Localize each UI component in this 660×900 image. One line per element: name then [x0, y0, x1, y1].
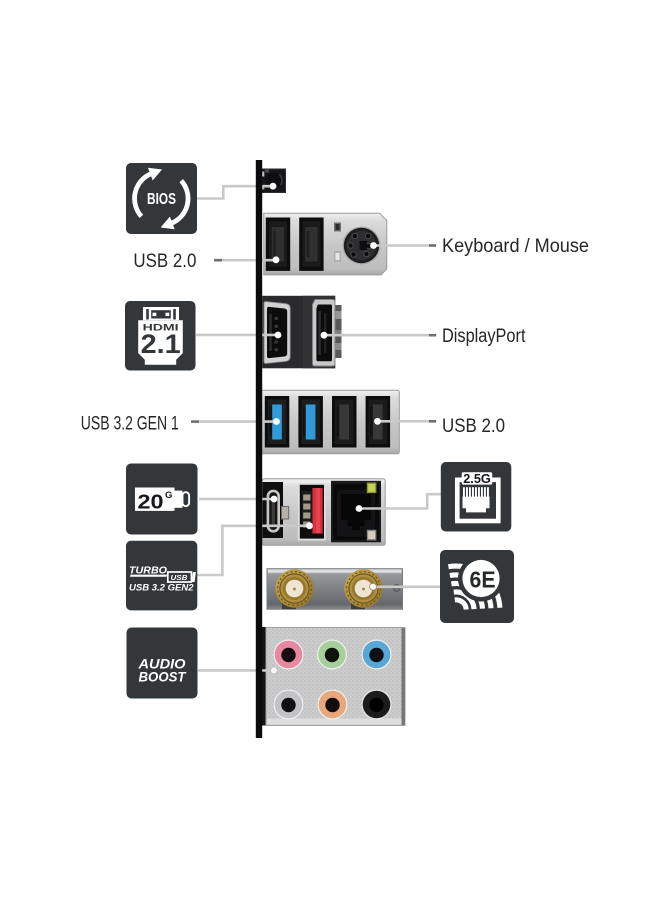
- svg-text:BOOST: BOOST: [139, 670, 188, 685]
- svg-text:2.1: 2.1: [141, 329, 181, 359]
- svg-text:USB 3.2 GEN2: USB 3.2 GEN2: [129, 582, 194, 592]
- svg-text:USB: USB: [171, 573, 189, 582]
- svg-text:USB 3.2 GEN 1: USB 3.2 GEN 1: [81, 414, 179, 435]
- svg-text:TURBO: TURBO: [129, 565, 167, 576]
- svg-text:DisplayPort: DisplayPort: [442, 326, 526, 347]
- svg-text:HDMI: HDMI: [143, 323, 179, 333]
- svg-text:20: 20: [138, 490, 164, 513]
- svg-text:BIOS: BIOS: [147, 191, 176, 208]
- svg-text:USB 2.0: USB 2.0: [133, 251, 196, 272]
- svg-text:USB 2.0: USB 2.0: [442, 416, 505, 437]
- svg-text:G: G: [165, 490, 172, 501]
- svg-text:AUDIO: AUDIO: [137, 657, 186, 672]
- svg-text:6E: 6E: [470, 567, 496, 593]
- svg-text:Keyboard / Mouse: Keyboard / Mouse: [442, 236, 589, 257]
- svg-text:2.5G: 2.5G: [463, 471, 491, 486]
